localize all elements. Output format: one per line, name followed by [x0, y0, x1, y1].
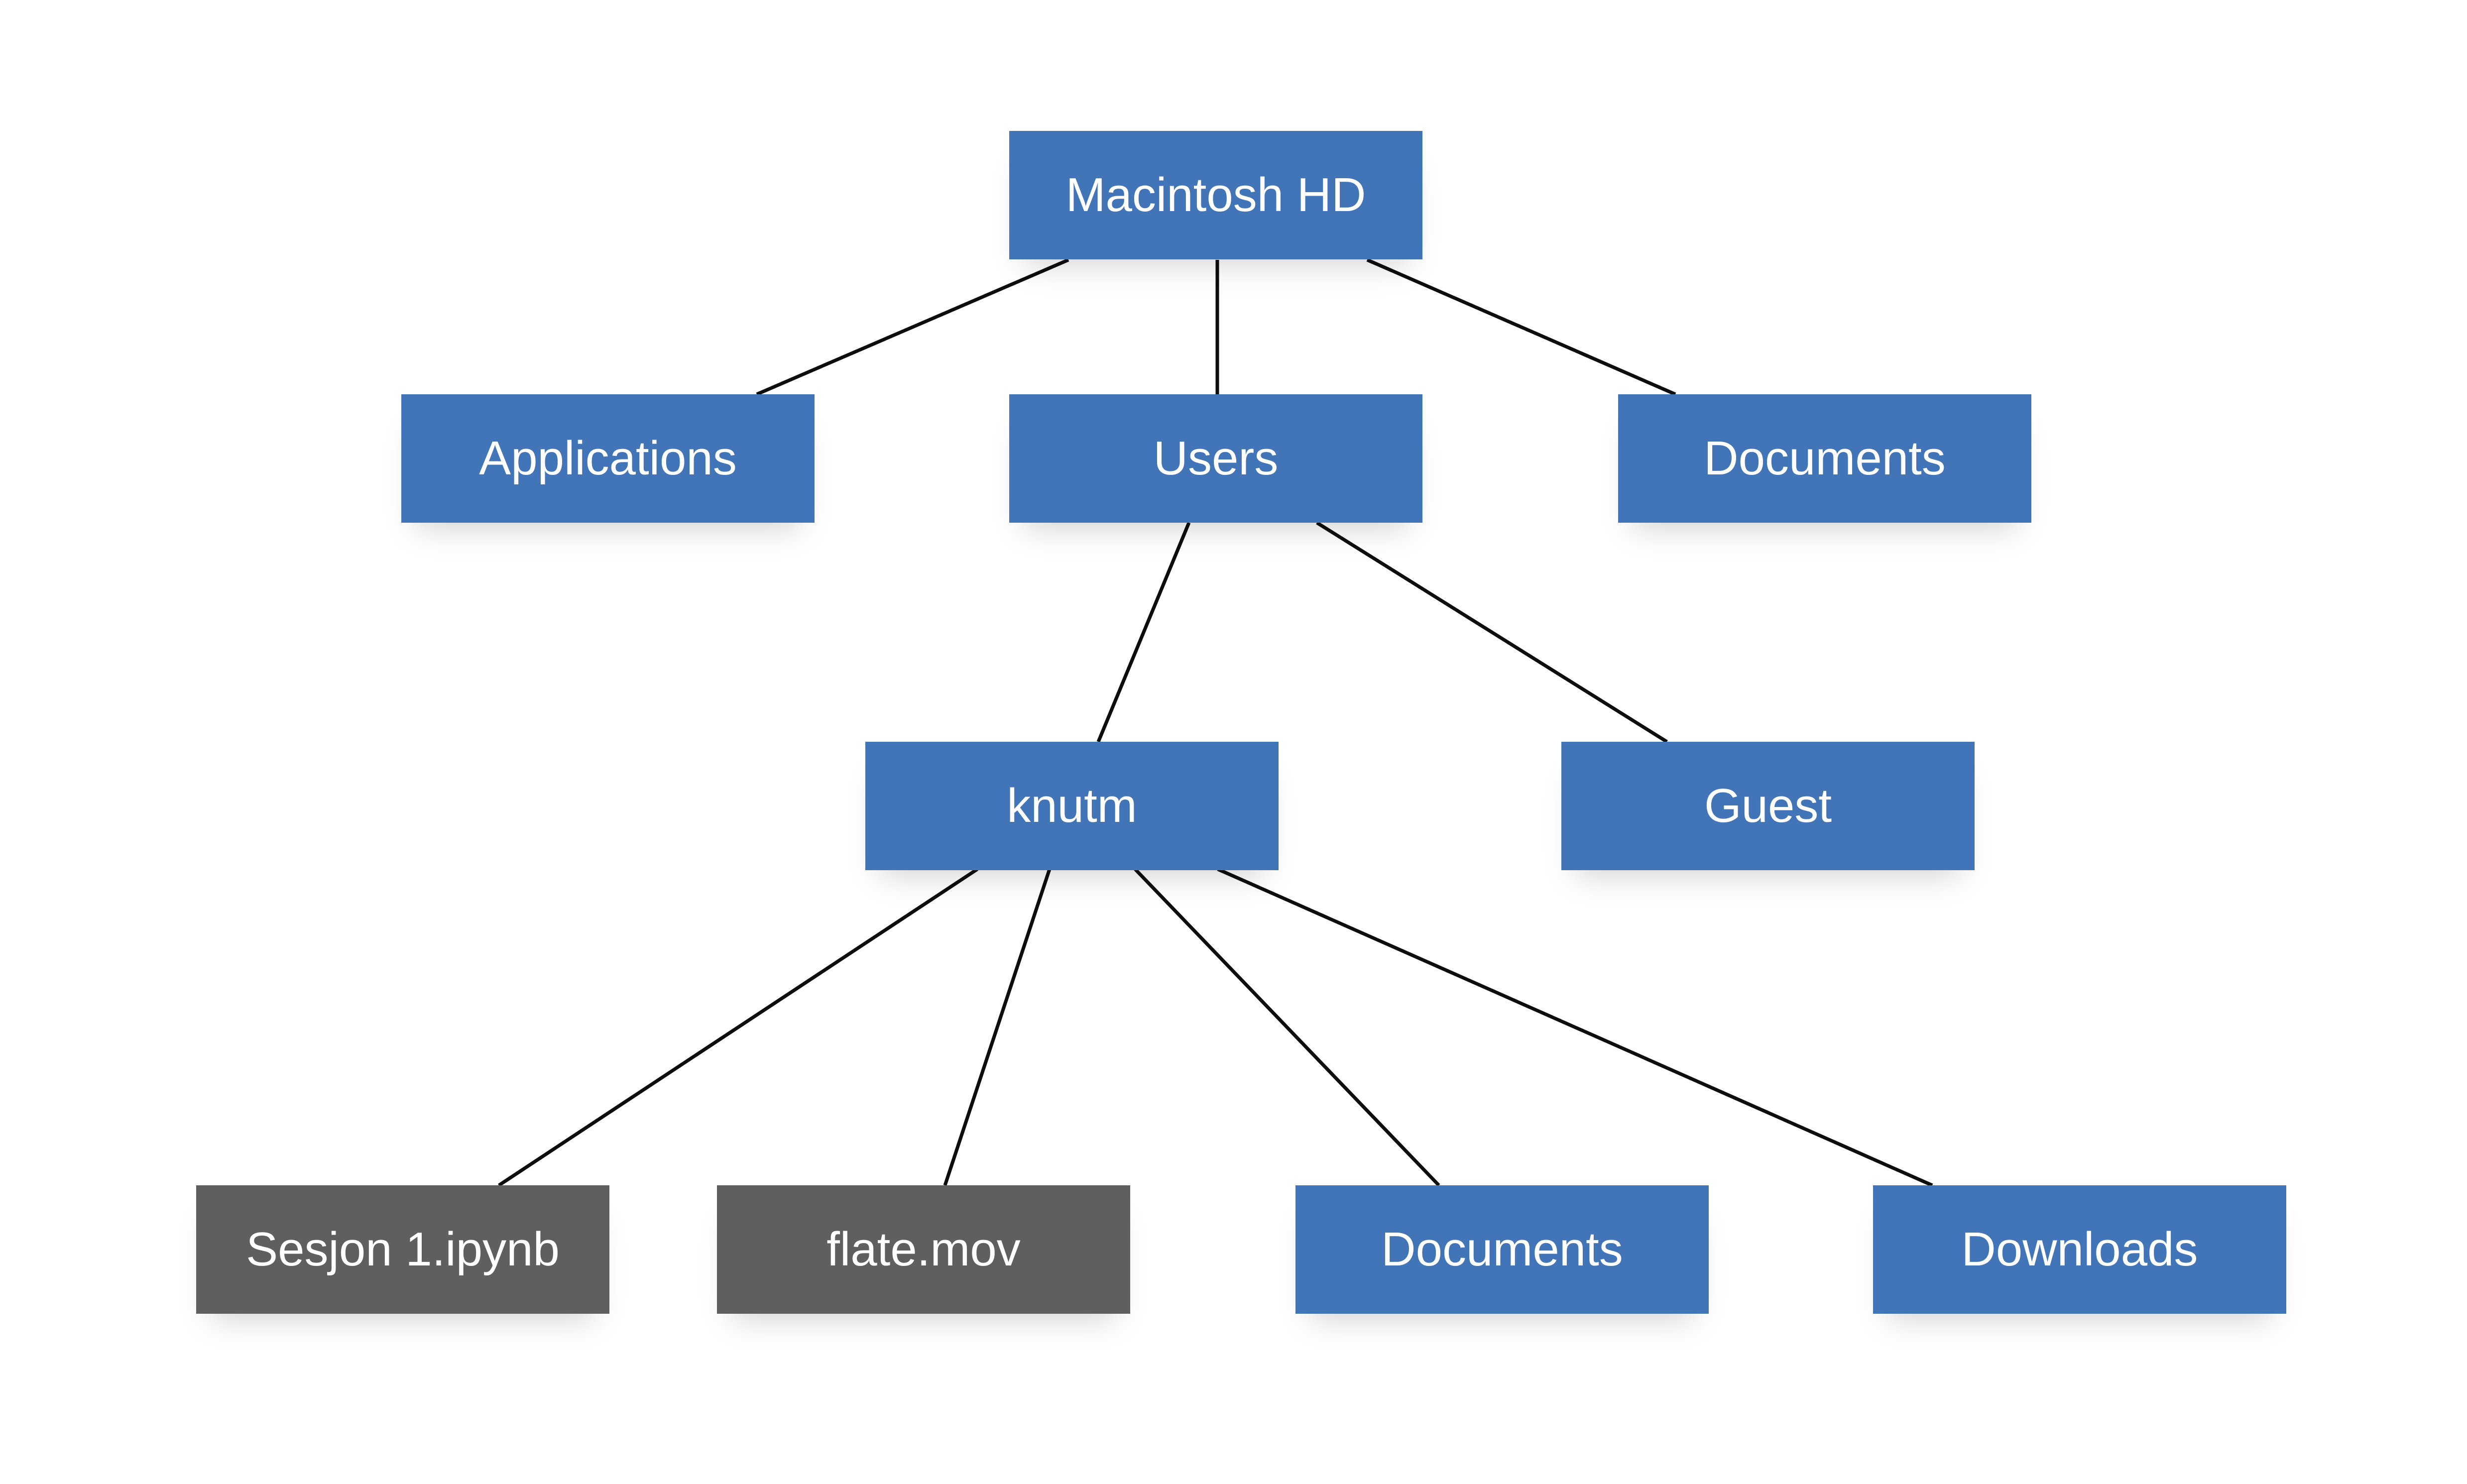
edge-users-guest	[1316, 521, 1668, 743]
edge-root-documents	[1366, 258, 1676, 396]
edge-users-knutm	[1096, 522, 1191, 743]
node-label: Guest	[1704, 779, 1832, 832]
edge-root-applications	[756, 258, 1069, 396]
node-downloads[interactable]: Downloads	[1873, 1185, 2286, 1314]
node-label: Downloads	[1961, 1223, 2198, 1276]
node-label: Macintosh HD	[1065, 168, 1366, 222]
node-label: Users	[1153, 432, 1279, 485]
node-label: flate.mov	[826, 1223, 1021, 1276]
node-label: Applications	[479, 432, 737, 485]
edge-knutm-flate	[943, 868, 1052, 1186]
node-label: Documents	[1704, 432, 1946, 485]
node-sesjon-ipynb[interactable]: Sesjon 1.ipynb	[196, 1185, 609, 1314]
node-knutm[interactable]: knutm	[865, 742, 1279, 870]
node-label: Sesjon 1.ipynb	[246, 1223, 560, 1276]
node-label: knutm	[1007, 779, 1137, 832]
node-applications[interactable]: Applications	[401, 394, 815, 523]
node-macintosh-hd[interactable]: Macintosh HD	[1009, 131, 1422, 259]
node-users[interactable]: Users	[1009, 394, 1422, 523]
edge-knutm-documents	[1134, 868, 1440, 1187]
node-label: Documents	[1381, 1223, 1623, 1276]
node-guest[interactable]: Guest	[1561, 742, 1975, 870]
node-flate-mov[interactable]: flate.mov	[717, 1185, 1130, 1314]
node-documents-top[interactable]: Documents	[1618, 394, 2031, 523]
edge-knutm-sesjon	[498, 868, 978, 1187]
node-documents-user[interactable]: Documents	[1295, 1185, 1709, 1314]
edge-knutm-downloads	[1217, 867, 1933, 1187]
